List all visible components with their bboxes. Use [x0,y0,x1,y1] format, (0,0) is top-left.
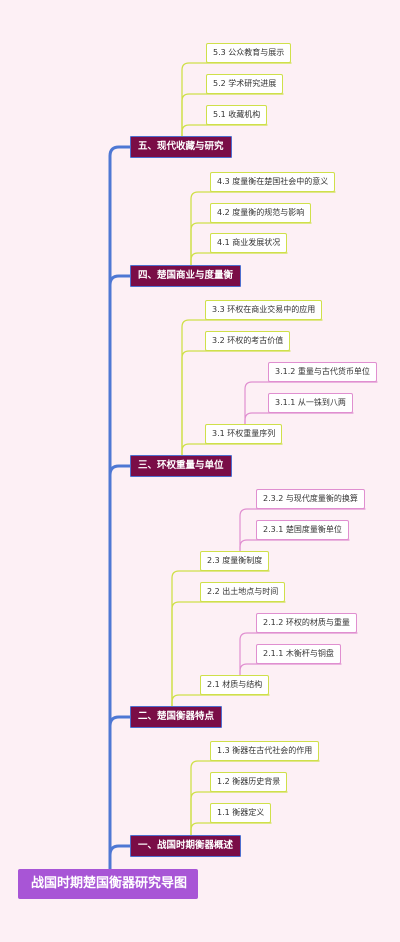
trunk-line-2 [108,464,132,873]
subtopic-3-1[interactable]: 3.1 环权重量序列 [205,424,283,444]
leaf-connector-24 [239,632,358,676]
sub-connector-6 [181,93,284,137]
root-node[interactable]: 战国时期楚国衡器研究导图 [18,869,198,899]
category-1[interactable]: 一、战国时期衡器概述 [130,835,242,857]
sub-connector-10 [190,252,288,266]
leaf-2-3-2[interactable]: 2.3.2 与现代度量衡的换算 [256,489,365,509]
sub-connector-11 [181,319,323,456]
leaf-connector-21 [244,412,354,425]
sub-connector-19 [190,822,272,836]
subtopic-3-3[interactable]: 3.3 环权在商业交易中的应用 [205,300,323,320]
subtopic-4-1[interactable]: 4.1 商业发展状况 [210,233,288,253]
leaf-connector-22 [239,508,366,552]
sub-connector-5 [181,62,292,137]
subtopic-3-2[interactable]: 3.2 环权的考古价值 [205,331,291,351]
sub-connector-14 [171,570,270,707]
subtopic-1-2[interactable]: 1.2 衡器历史背景 [210,772,288,792]
subtopic-4-2[interactable]: 4.2 度量衡的规范与影响 [210,203,312,223]
sub-connector-13 [181,443,283,456]
subtopic-5-2[interactable]: 5.2 学术研究进展 [206,74,284,94]
sub-connector-8 [190,191,336,266]
category-2[interactable]: 二、楚国衡器特点 [130,706,223,728]
sub-connector-17 [190,760,320,836]
leaf-connector-23 [239,539,350,552]
sub-connector-18 [190,791,288,836]
trunk-line-3 [108,715,132,873]
leaf-3-1-1[interactable]: 3.1.1 从一铢到八两 [268,393,353,413]
subtopic-1-3[interactable]: 1.3 衡器在古代社会的作用 [210,741,320,761]
subtopic-5-1[interactable]: 5.1 收藏机构 [206,105,268,125]
subtopic-4-3[interactable]: 4.3 度量衡在楚国社会中的意义 [210,172,336,192]
category-5[interactable]: 五、现代收藏与研究 [130,136,232,158]
trunk-line-4 [108,844,132,873]
sub-connector-12 [181,350,291,456]
category-3[interactable]: 三、环权重量与单位 [130,455,232,477]
leaf-connector-20 [244,381,378,425]
sub-connector-16 [171,694,270,707]
trunk-line-1 [108,274,132,873]
subtopic-5-3[interactable]: 5.3 公众教育与展示 [206,43,292,63]
category-4[interactable]: 四、楚国商业与度量衡 [130,265,242,287]
leaf-2-1-2[interactable]: 2.1.2 环权的材质与重量 [256,613,357,633]
subtopic-2-2[interactable]: 2.2 出土地点与时间 [200,582,286,602]
trunk-line-0 [108,145,132,873]
leaf-2-1-1[interactable]: 2.1.1 木衡杆与铜盘 [256,644,341,664]
sub-connector-7 [181,124,268,137]
leaf-3-1-2[interactable]: 3.1.2 重量与古代货币单位 [268,362,377,382]
sub-connector-9 [190,222,312,266]
subtopic-2-3[interactable]: 2.3 度量衡制度 [200,551,270,571]
subtopic-1-1[interactable]: 1.1 衡器定义 [210,803,272,823]
leaf-connector-25 [239,663,342,676]
sub-connector-15 [171,601,286,707]
subtopic-2-1[interactable]: 2.1 材质与结构 [200,675,270,695]
leaf-2-3-1[interactable]: 2.3.1 楚国度量衡单位 [256,520,349,540]
